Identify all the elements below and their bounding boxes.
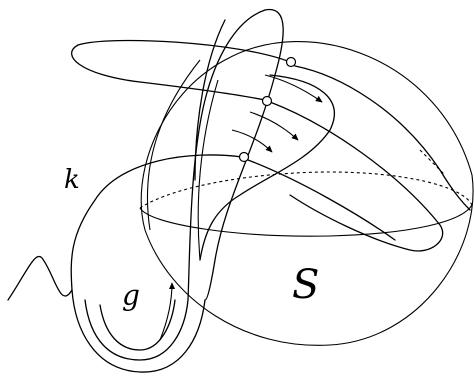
ring-top: [285, 56, 297, 68]
knot-twist: [199, 74, 335, 261]
knot-left-wave: [7, 255, 73, 301]
knot-middle-strand: [269, 101, 444, 252]
sphere-equator-back: [139, 171, 473, 209]
band-outer-left: [84, 9, 266, 361]
ring-middle: [261, 95, 273, 107]
label-g: g: [122, 279, 140, 312]
label-k: k: [64, 165, 80, 195]
direction-arrows: [159, 74, 323, 341]
knot-upper-strand-hidden: [419, 149, 446, 176]
band-strand-b: [194, 19, 226, 181]
ring-lower: [238, 151, 250, 163]
arrow-2: [249, 111, 299, 141]
sphere-outline: [140, 40, 474, 346]
knot-upper-strand: [294, 65, 471, 211]
sphere-meridian-mid: [197, 79, 219, 261]
arrow-1: [264, 74, 323, 103]
knot-left-path: [70, 154, 243, 373]
band-inner-left: [99, 299, 176, 351]
knot-lower-strand: [247, 159, 396, 241]
intersection-rings: [238, 56, 297, 163]
label-s: S: [292, 262, 319, 308]
arrow-3: [231, 129, 273, 153]
sphere-equator-front: [139, 204, 473, 237]
sphere-meridian-left: [146, 59, 201, 231]
knot-top-loop: [71, 39, 291, 101]
sphere-s: [139, 40, 474, 346]
arrow-g: [159, 282, 176, 341]
